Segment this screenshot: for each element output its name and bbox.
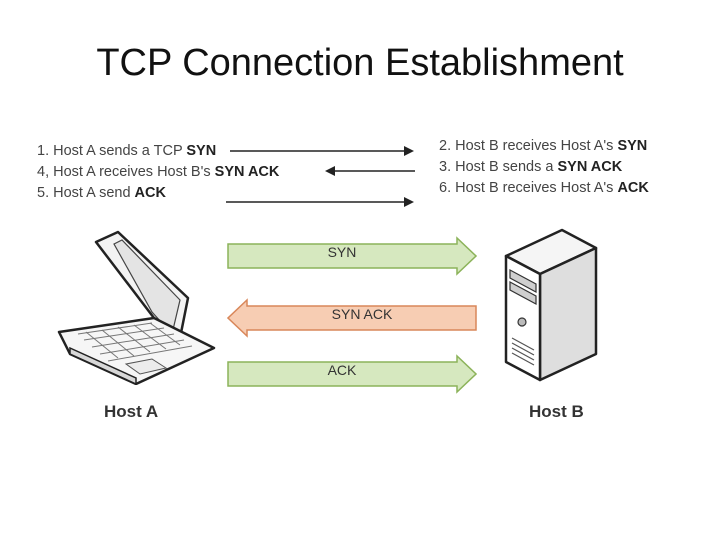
host-a-steps: 1. Host A sends a TCP SYN 4, Host A rece… [37, 141, 279, 204]
right-arrow-icon [227, 236, 478, 276]
step-keyword: ACK [617, 180, 649, 196]
step-text: 6. Host B receives Host A's [439, 180, 618, 196]
step-line: 2. Host B receives Host A's SYN [439, 136, 649, 157]
step-line: 4, Host A receives Host B's SYN ACK [37, 162, 279, 183]
host-b-label: Host B [529, 402, 584, 421]
host-a-label: Host A [104, 402, 159, 421]
ack-flow-arrow: ACK [227, 354, 478, 394]
left-arrow-icon [226, 298, 477, 338]
server-tower-icon [504, 228, 598, 382]
step-text: 4, Host A receives Host B's [37, 164, 215, 180]
flow-label: SYN ACK [331, 306, 393, 322]
step-text: 5. Host A send [37, 185, 135, 201]
step-arrow-right-icon [230, 146, 414, 156]
step-line: 3. Host B sends a SYN ACK [439, 157, 649, 178]
flow-label: SYN [327, 244, 357, 260]
step-text: 1. Host A sends a TCP [37, 143, 187, 159]
flow-label: ACK [327, 362, 357, 378]
step-text: 2. Host B receives Host A's [439, 138, 618, 154]
step-line: 1. Host A sends a TCP SYN [37, 141, 279, 162]
right-arrow-icon [227, 354, 478, 394]
step-line: 6. Host B receives Host A's ACK [439, 178, 649, 199]
laptop-icon [57, 230, 216, 385]
step-keyword: ACK [134, 185, 166, 201]
host-b-steps: 2. Host B receives Host A's SYN 3. Host … [439, 136, 649, 199]
syn-flow-arrow: SYN [227, 236, 478, 276]
syn-ack-flow-arrow: SYN ACK [226, 298, 477, 338]
step-line: 5. Host A send ACK [37, 183, 279, 204]
slide-title: TCP Connection Establishment [96, 42, 624, 84]
step-keyword: SYN ACK [214, 164, 280, 180]
step-keyword: SYN ACK [557, 159, 623, 175]
step-keyword: SYN [617, 138, 648, 154]
step-arrow-right-icon [226, 197, 414, 207]
step-arrow-left-icon [325, 166, 415, 176]
step-keyword: SYN [186, 143, 217, 159]
step-text: 3. Host B sends a [439, 159, 558, 175]
